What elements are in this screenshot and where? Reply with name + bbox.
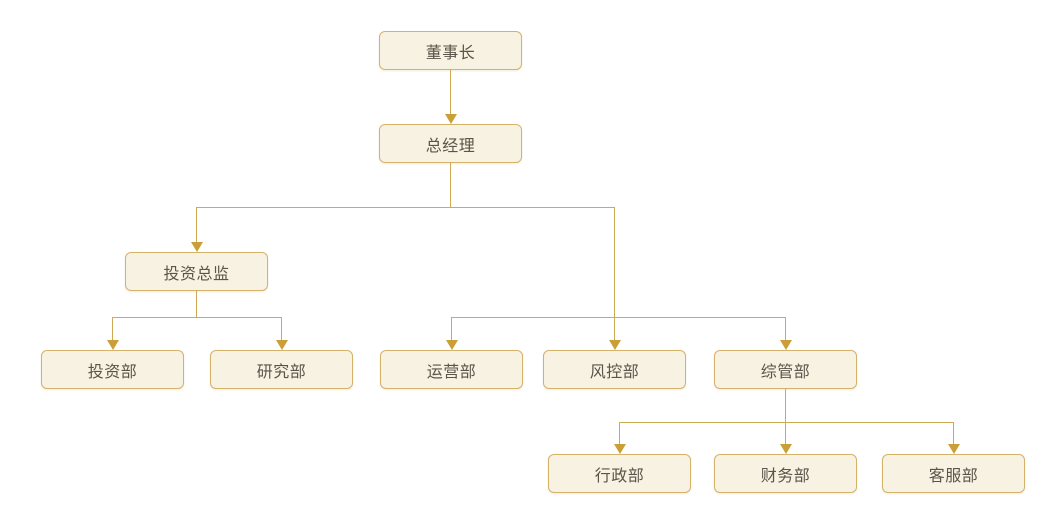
org-node-general-manager[interactable]: 总经理	[379, 124, 522, 163]
arrowhead-customer-service-dept-icon	[948, 444, 960, 454]
org-node-general-admin-dept[interactable]: 综管部	[714, 350, 857, 389]
arrowhead-general-admin-dept-icon	[780, 340, 792, 350]
connector-rail-admin-branch	[620, 422, 954, 423]
connector-drop-research-dept	[281, 317, 282, 340]
org-node-label: 研究部	[256, 363, 307, 381]
org-node-label: 运营部	[426, 363, 477, 381]
org-node-label: 董事长	[425, 44, 476, 62]
org-node-research-dept[interactable]: 研究部	[210, 350, 353, 389]
arrowhead-investment-director-icon	[191, 242, 203, 252]
connector-drop-finance-dept	[785, 422, 786, 444]
connector-drop-general-admin-dept	[785, 317, 786, 340]
connector-drop-admin-dept	[619, 422, 620, 444]
connector-investment-director-stub	[196, 291, 197, 317]
org-node-customer-service-dept[interactable]: 客服部	[882, 454, 1025, 493]
org-node-label: 综管部	[760, 363, 811, 381]
org-node-finance-dept[interactable]: 财务部	[714, 454, 857, 493]
connector-rail-level1	[197, 207, 615, 208]
arrowhead-finance-dept-icon	[780, 444, 792, 454]
connector-drop-investment-director	[196, 207, 197, 242]
org-node-label: 投资部	[87, 363, 138, 381]
arrowhead-operations-dept-icon	[446, 340, 458, 350]
org-node-label: 风控部	[589, 363, 640, 381]
arrowhead-risk-control-dept-icon	[609, 340, 621, 350]
org-node-operations-dept[interactable]: 运营部	[380, 350, 523, 389]
org-node-admin-dept[interactable]: 行政部	[548, 454, 691, 493]
arrowhead-general-manager-icon	[445, 114, 457, 124]
connector-drop-operations-dept	[451, 317, 452, 340]
arrowhead-admin-dept-icon	[614, 444, 626, 454]
org-node-label: 总经理	[425, 137, 476, 155]
connector-general-manager-stub	[450, 163, 451, 207]
org-node-investment-director[interactable]: 投资总监	[125, 252, 268, 291]
connector-drop-investment-dept	[112, 317, 113, 340]
connector-drop-right-branch	[614, 207, 615, 340]
org-node-investment-dept[interactable]: 投资部	[41, 350, 184, 389]
org-node-label: 客服部	[928, 467, 979, 485]
connector-general-admin-stub	[785, 389, 786, 422]
org-node-label: 行政部	[594, 467, 645, 485]
org-node-label: 财务部	[760, 467, 811, 485]
connector-rail-investment-branch	[113, 317, 282, 318]
connector-drop-customer-service-dept	[953, 422, 954, 444]
arrowhead-research-dept-icon	[276, 340, 288, 350]
org-node-risk-control-dept[interactable]: 风控部	[543, 350, 686, 389]
arrowhead-investment-dept-icon	[107, 340, 119, 350]
org-node-chairman[interactable]: 董事长	[379, 31, 522, 70]
connector-chairman-general-manager	[450, 70, 451, 114]
org-node-label: 投资总监	[163, 265, 230, 283]
connector-rail-operations-branch	[452, 317, 786, 318]
